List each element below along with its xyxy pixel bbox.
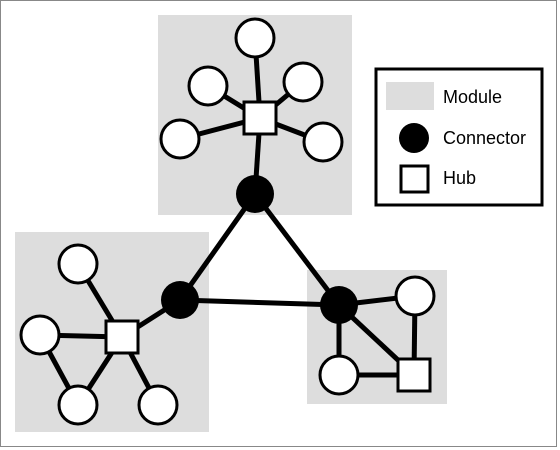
legend-connector-label: Connector: [443, 128, 526, 148]
connector-top: [236, 175, 274, 213]
node-l3: [57, 384, 99, 426]
node-t3: [282, 61, 324, 103]
node-r2: [318, 354, 360, 396]
nodes: [19, 17, 436, 426]
edge-c-right-c-top: [253, 192, 341, 307]
edge-c-left-c-right: [179, 297, 340, 308]
legend-module-label: Module: [443, 87, 502, 107]
node-l2: [19, 314, 61, 356]
legend: Module Connector Hub: [374, 67, 544, 207]
node-r1: [394, 275, 436, 317]
hub-top: [242, 100, 278, 136]
legend-hub-swatch: [399, 164, 430, 194]
node-l1: [57, 243, 99, 285]
node-l4: [137, 384, 179, 426]
node-t4: [159, 118, 201, 160]
node-t2: [187, 65, 229, 107]
hub-left: [104, 319, 140, 355]
legend-connector-swatch: [399, 123, 429, 153]
node-t1: [234, 17, 276, 59]
node-t5: [302, 121, 344, 163]
legend-module-swatch: [386, 82, 434, 110]
connector-right: [320, 286, 358, 324]
legend-hub-label: Hub: [443, 168, 476, 188]
hub-right: [396, 357, 432, 393]
edge-c-top-c-left: [177, 192, 258, 302]
connector-left: [161, 281, 199, 319]
